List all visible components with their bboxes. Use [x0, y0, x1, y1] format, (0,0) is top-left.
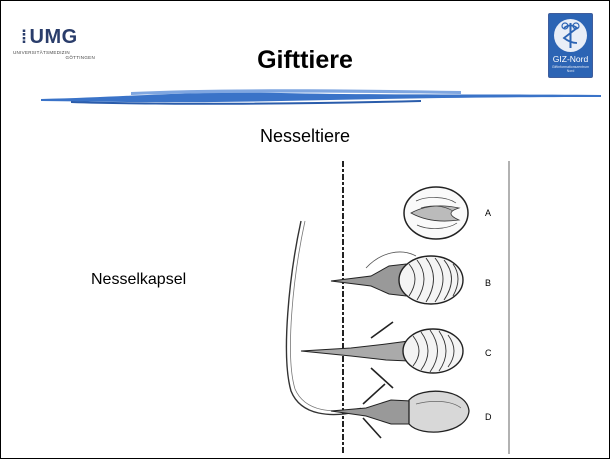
slide-subtitle: Nesseltiere	[1, 126, 609, 147]
stage-b-capsule	[331, 252, 463, 304]
stage-label-d: D	[485, 412, 492, 422]
giz-nord-logo: GIZ-Nord Giftinformationszentrum Nord	[548, 13, 593, 78]
giz-logo-subtext: Giftinformationszentrum Nord	[551, 65, 590, 73]
stage-label-c: C	[485, 348, 492, 358]
nesselkapsel-label: Nesselkapsel	[91, 271, 186, 289]
umg-logo-word: UMG	[30, 26, 78, 48]
header-swoosh	[41, 85, 601, 109]
giz-logo-label: GIZ-Nord	[549, 54, 592, 64]
caduceus-icon	[554, 19, 587, 52]
nematocyst-illustration: A B C D	[271, 156, 531, 456]
stage-a-capsule	[404, 187, 468, 239]
stage-label-a: A	[485, 208, 491, 218]
stage-c-capsule	[301, 322, 463, 388]
slide-title: Gifttiere	[1, 46, 609, 75]
umg-dots-icon: ⁞	[21, 27, 28, 47]
stage-label-b: B	[485, 278, 491, 288]
stage-d-capsule	[331, 384, 469, 438]
